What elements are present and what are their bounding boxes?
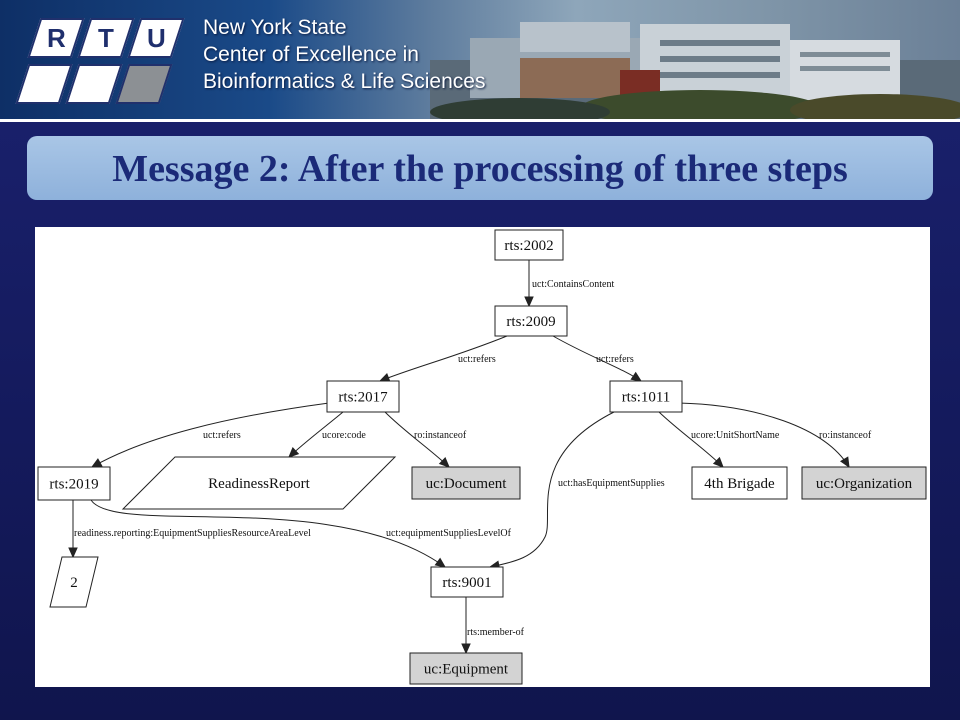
node-shape [430,566,504,598]
node-label: ReadinessReport [208,476,310,492]
node-nBrigade: 4th Brigade [691,466,788,500]
arrowhead-icon [712,456,724,468]
campus-photo [430,22,960,120]
edge-e10: readiness.reporting:EquipmentSuppliesRes… [68,500,311,559]
node-shape [37,466,111,501]
node-nReadiness: ReadinessReport [121,456,397,510]
node-n2017: rts:2017 [326,380,400,413]
node-label: uc:Equipment [424,662,509,678]
node-shape [494,229,564,261]
arrowhead-icon [68,547,78,559]
node-label: 4th Brigade [704,476,775,492]
node-label: rts:2017 [338,390,388,406]
edge-e9: ro:instanceof [678,402,872,469]
node-n2002: rts:2002 [494,229,564,261]
node-n1011: rts:1011 [609,380,683,413]
node-n2009: rts:2009 [494,305,568,337]
node-n9001: rts:9001 [430,566,504,598]
org-line-3: Bioinformatics & Life Sciences [203,70,486,93]
edge-e4: uct:refers [90,402,330,468]
node-nOrganization: uc:Organization [801,466,927,500]
organization-name: New York State Center of Excellence in B… [203,14,485,95]
arrowhead-icon [630,371,643,382]
edge-label: uct:refers [596,354,634,365]
node-label: rts:9001 [442,575,491,591]
edge-line [90,499,446,568]
node-label: rts:2009 [506,314,555,330]
edge-label: uct:refers [458,354,496,365]
node-nEquipment: uc:Equipment [409,652,523,685]
edge-label: uct:refers [203,430,241,441]
arrowhead-icon [438,456,450,468]
graph-diagram: uct:ContainsContent uct:refers uct:refers u… [37,229,927,685]
edge-e3: uct:refers [552,335,643,382]
arrowhead-icon [461,643,471,655]
node-label: uc:Document [426,476,508,492]
node-shape [409,652,523,685]
edge-label: ro:instanceof [819,430,872,441]
edge-label: readiness.reporting:EquipmentSuppliesRes… [74,528,311,539]
node-shape [494,305,568,337]
edge-label: rts:member-of [467,627,525,638]
arrowhead-icon [434,557,446,568]
edge-e1: uct:ContainsContent [524,260,614,308]
node-shape [801,466,927,500]
arrowhead-icon [288,446,300,458]
edge-line [379,335,508,382]
node-label: 2 [70,575,78,591]
arrowhead-icon [90,458,103,468]
edge-label: ucore:code [322,430,366,441]
arrowhead-icon [378,372,391,382]
edge-label: uct:ContainsContent [532,279,614,290]
arrowhead-icon [524,296,534,308]
node-label: uc:Organization [816,476,913,492]
arrowhead-icon [839,456,850,469]
slide-title: Message 2: After the processing of three… [112,148,848,190]
edge-e8: ucore:UnitShortName [658,411,780,468]
node-label: rts:2019 [49,477,98,493]
header-divider [0,119,960,122]
node-label: rts:1011 [622,390,671,406]
title-bar: Message 2: After the processing of three… [27,136,933,200]
node-nTwo: 2 [49,556,99,608]
edge-label: uct:hasEquipmentSupplies [558,478,665,489]
edge-e11: uct:equipmentSuppliesLevelOf [90,499,512,568]
edge-e2: uct:refers [378,335,508,382]
edge-label: uct:equipmentSuppliesLevelOf [386,528,512,539]
edge-e12: rts:member-of [461,597,525,655]
node-n2019: rts:2019 [37,466,111,501]
node-shape [691,466,788,500]
org-line-2: Center of Excellence in [203,43,419,66]
edge-label: ro:instanceof [414,430,467,441]
edge-e6: ro:instanceof [384,411,467,468]
header-banner: R T U New York State Center of Excellenc… [0,0,960,120]
node-label: rts:2002 [504,238,553,254]
edge-label: ucore:UnitShortName [691,430,780,441]
node-shape [609,380,683,413]
node-nDocument: uc:Document [411,466,521,500]
node-shape [326,380,400,413]
node-shape [411,466,521,500]
org-line-1: New York State [203,16,347,39]
diagram-panel: uct:ContainsContent uct:refers uct:refers u… [35,227,930,687]
edge-line [91,402,330,468]
edge-line [678,402,850,468]
node-shape [121,456,397,510]
edge-e5: ucore:code [288,411,366,458]
node-shape [49,556,99,608]
edge-line [489,411,615,568]
